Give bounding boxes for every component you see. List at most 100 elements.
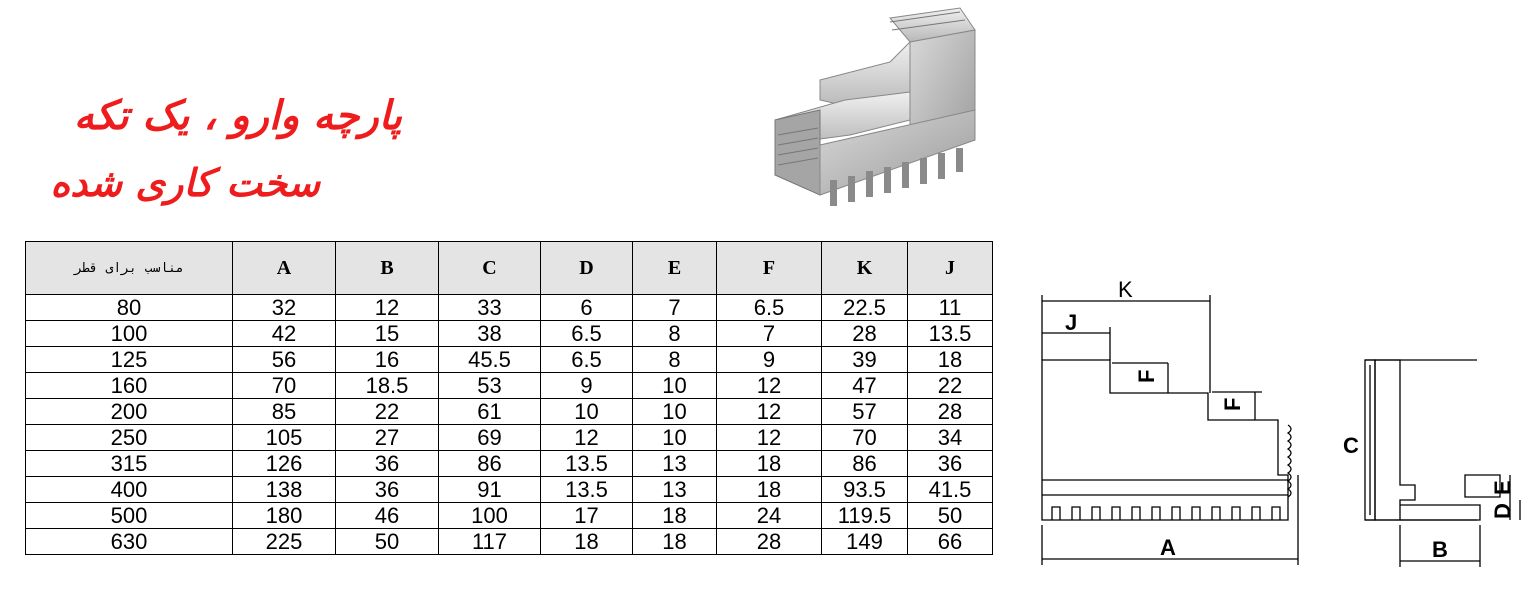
table-cell: 13.5 <box>540 476 633 503</box>
label-j: J <box>1065 310 1077 335</box>
table-cell: 32 <box>232 294 336 321</box>
table-cell: 6.5 <box>540 320 633 347</box>
table-cell: 7 <box>632 294 717 321</box>
header-d: D <box>540 241 633 295</box>
table-cell: 13 <box>632 450 717 477</box>
label-f1: F <box>1134 370 1159 383</box>
table-cell: 28 <box>821 320 908 347</box>
table-cell: 6.5 <box>540 346 633 373</box>
label-k: K <box>1118 277 1133 302</box>
table-cell: 6 <box>540 294 633 321</box>
table-cell: 33 <box>438 294 541 321</box>
table-cell: 27 <box>335 424 439 451</box>
table-cell: 45.5 <box>438 346 541 373</box>
table-cell: 100 <box>25 320 233 347</box>
table-cell: 10 <box>632 424 717 451</box>
table-cell: 13.5 <box>540 450 633 477</box>
header-b: B <box>335 241 439 295</box>
table-cell: 47 <box>821 372 908 399</box>
table-cell: 125 <box>25 346 233 373</box>
table-cell: 17 <box>540 502 633 529</box>
table-cell: 56 <box>232 346 336 373</box>
table-cell: 22 <box>907 372 993 399</box>
table-cell: 70 <box>821 424 908 451</box>
table-cell: 10 <box>632 398 717 425</box>
table-cell: 18 <box>632 528 717 555</box>
table-cell: 86 <box>438 450 541 477</box>
table-cell: 18 <box>716 476 822 503</box>
table-cell: 9 <box>716 346 822 373</box>
table-cell: 250 <box>25 424 233 451</box>
label-c: C <box>1343 433 1359 458</box>
table-cell: 18 <box>632 502 717 529</box>
table-cell: 86 <box>821 450 908 477</box>
table-cell: 53 <box>438 372 541 399</box>
table-cell: 13.5 <box>907 320 993 347</box>
table-cell: 200 <box>25 398 233 425</box>
header-f: F <box>716 241 822 295</box>
label-d: D <box>1490 503 1515 519</box>
table-cell: 41.5 <box>907 476 993 503</box>
table-cell: 57 <box>821 398 908 425</box>
label-b: B <box>1432 537 1448 562</box>
table-cell: 11 <box>907 294 993 321</box>
table-cell: 9 <box>540 372 633 399</box>
table-cell: 225 <box>232 528 336 555</box>
table-cell: 61 <box>438 398 541 425</box>
table-cell: 50 <box>335 528 439 555</box>
table-cell: 22.5 <box>821 294 908 321</box>
product-title-line-1: پارچه وارو ، یک تکه <box>73 92 402 139</box>
table-cell: 13 <box>632 476 717 503</box>
table-cell: 12 <box>716 398 822 425</box>
table-cell: 12 <box>540 424 633 451</box>
label-e: E <box>1490 480 1515 495</box>
table-cell: 12 <box>716 372 822 399</box>
header-diameter: مناسب برای قطر <box>25 241 233 295</box>
table-cell: 46 <box>335 502 439 529</box>
table-cell: 36 <box>335 450 439 477</box>
table-cell: 126 <box>232 450 336 477</box>
table-cell: 70 <box>232 372 336 399</box>
product-title-line-2: سخت کاری شده <box>50 160 320 205</box>
table-cell: 36 <box>907 450 993 477</box>
table-cell: 138 <box>232 476 336 503</box>
table-cell: 38 <box>438 320 541 347</box>
header-c: C <box>438 241 541 295</box>
table-cell: 93.5 <box>821 476 908 503</box>
table-cell: 630 <box>25 528 233 555</box>
table-cell: 149 <box>821 528 908 555</box>
table-cell: 34 <box>907 424 993 451</box>
table-cell: 8 <box>632 320 717 347</box>
table-cell: 80 <box>25 294 233 321</box>
table-cell: 12 <box>335 294 439 321</box>
table-cell: 119.5 <box>821 502 908 529</box>
table-cell: 6.5 <box>716 294 822 321</box>
table-cell: 500 <box>25 502 233 529</box>
table-cell: 42 <box>232 320 336 347</box>
table-cell: 36 <box>335 476 439 503</box>
table-cell: 12 <box>716 424 822 451</box>
table-cell: 15 <box>335 320 439 347</box>
table-cell: 22 <box>335 398 439 425</box>
table-cell: 8 <box>632 346 717 373</box>
table-cell: 100 <box>438 502 541 529</box>
table-cell: 7 <box>716 320 822 347</box>
table-cell: 39 <box>821 346 908 373</box>
chuck-jaw-photo <box>774 7 976 206</box>
label-f2: F <box>1220 398 1245 411</box>
header-e: E <box>632 241 717 295</box>
table-cell: 180 <box>232 502 336 529</box>
header-a: A <box>232 241 336 295</box>
table-cell: 400 <box>25 476 233 503</box>
table-cell: 91 <box>438 476 541 503</box>
